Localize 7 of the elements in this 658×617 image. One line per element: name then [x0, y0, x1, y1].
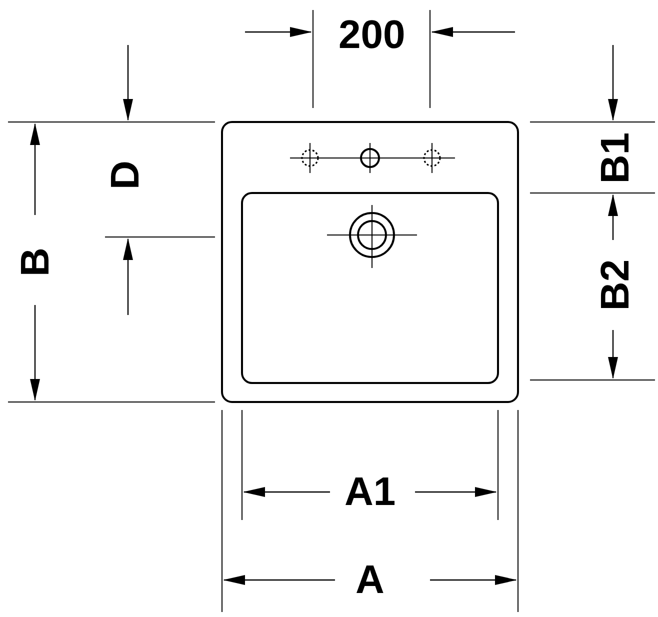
dimension-label: B1 [595, 132, 636, 184]
dimension-label: A [356, 560, 384, 600]
dimension-label: B2 [595, 259, 636, 311]
dimension-label: A1 [344, 472, 396, 512]
dimension-label: B [14, 248, 55, 276]
dimension-label: 200 [338, 15, 406, 55]
dimension-label: D [104, 160, 145, 190]
